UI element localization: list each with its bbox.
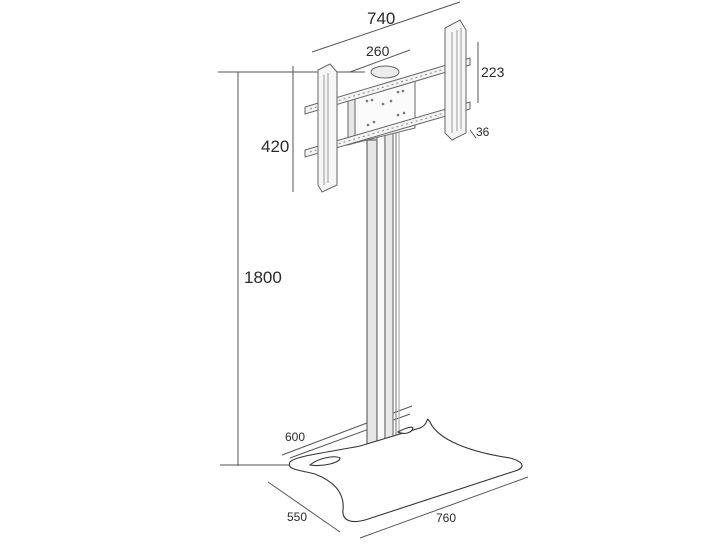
left-bracket [317,63,338,193]
label-base-width: 760 [436,511,457,525]
handle-left [308,456,341,467]
label-mount-width: 740 [367,9,396,28]
dim-line-740 [311,1,461,53]
dim-line-760 [359,476,529,539]
dim-line-550 [267,481,341,533]
label-overall-height: 1800 [244,268,282,287]
label-vesa-plate-width: 260 [366,43,390,59]
right-bracket [444,19,467,141]
label-base-depth: 550 [287,510,308,524]
column [366,130,400,467]
dim-tick-36 [469,129,477,139]
dim-line-260 [349,49,411,73]
base-plate [288,418,523,523]
label-mount-depth: 36 [476,125,490,139]
handle-right [396,426,414,434]
label-column-base-depth: 600 [285,430,306,444]
label-mount-total-height: 420 [261,137,290,156]
label-mount-arm-height: 223 [481,64,505,80]
